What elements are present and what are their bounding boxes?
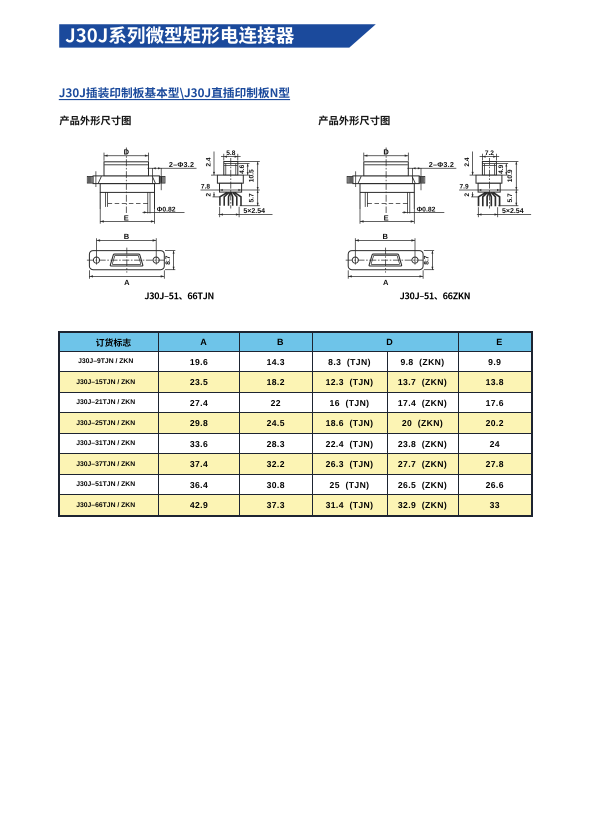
svg-text:7.8: 7.8 bbox=[201, 184, 210, 191]
svg-text:5.8: 5.8 bbox=[226, 150, 235, 157]
svg-text:5.7: 5.7 bbox=[507, 193, 514, 202]
svg-text:B: B bbox=[124, 232, 130, 241]
svg-text:10.5: 10.5 bbox=[249, 169, 256, 182]
svg-text:E: E bbox=[384, 213, 389, 222]
svg-text:5×2.54: 5×2.54 bbox=[243, 208, 265, 215]
svg-text:E: E bbox=[124, 213, 129, 222]
svg-text:4.6: 4.6 bbox=[239, 164, 246, 173]
svg-text:Φ0.82: Φ0.82 bbox=[417, 207, 436, 214]
svg-text:2: 2 bbox=[464, 193, 471, 197]
svg-text:5×2.54: 5×2.54 bbox=[502, 208, 524, 215]
svg-text:10.9: 10.9 bbox=[507, 169, 514, 182]
svg-text:2.4: 2.4 bbox=[464, 157, 471, 166]
svg-text:5.7: 5.7 bbox=[249, 193, 256, 202]
svg-text:2–Φ3.2: 2–Φ3.2 bbox=[429, 160, 454, 169]
svg-text:A: A bbox=[124, 278, 130, 287]
svg-text:8.7: 8.7 bbox=[424, 255, 431, 264]
svg-text:7.9: 7.9 bbox=[460, 184, 469, 191]
svg-text:8.7: 8.7 bbox=[165, 255, 172, 264]
svg-text:7.2: 7.2 bbox=[485, 150, 494, 157]
svg-text:B: B bbox=[382, 232, 388, 241]
svg-text:2: 2 bbox=[206, 193, 213, 197]
svg-text:2–Φ3.2: 2–Φ3.2 bbox=[169, 160, 194, 169]
svg-text:A: A bbox=[383, 278, 389, 287]
svg-text:2.4: 2.4 bbox=[206, 157, 213, 166]
svg-text:D: D bbox=[124, 147, 130, 156]
svg-text:4.9: 4.9 bbox=[498, 164, 505, 173]
svg-text:Φ0.82: Φ0.82 bbox=[157, 207, 176, 214]
svg-text:D: D bbox=[383, 147, 389, 156]
